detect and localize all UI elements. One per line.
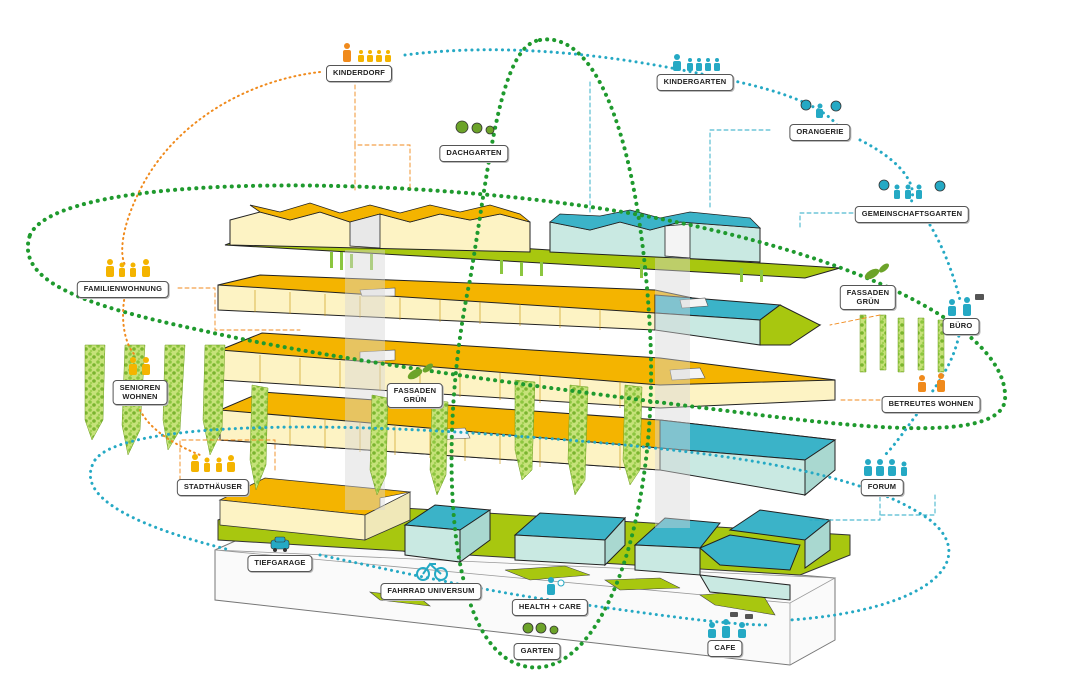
- level-4: [217, 274, 822, 346]
- roof-green-strands: [330, 252, 763, 282]
- people-icon-orange: [343, 43, 391, 62]
- label-tiefgarage: TIEFGARAGE: [247, 555, 313, 572]
- facade-green: [84, 314, 945, 496]
- label-kindergarten: KINDERGARTEN: [656, 74, 734, 91]
- vertical-cores: [345, 250, 690, 528]
- people-icon-orange: [106, 259, 945, 472]
- label-dachgarten: DACHGARTEN: [439, 145, 509, 162]
- chat-bubble-icon: [730, 294, 984, 619]
- label-fahrrad-universum: FAHRRAD UNIVERSUM: [380, 583, 482, 600]
- medical-person-icon: [547, 577, 565, 595]
- label-cafe: CAFE: [707, 640, 743, 657]
- label-senioren-wohnen: SENIOREN WOHNEN: [112, 380, 168, 406]
- label-buero: BÜRO: [942, 318, 980, 335]
- label-orangerie: ORANGERIE: [789, 124, 851, 141]
- label-health-care: HEALTH + CARE: [511, 599, 589, 616]
- label-stadthaeuser: STADTHÄUSER: [176, 479, 250, 496]
- label-familienwohnung: FAMILIENWOHNUNG: [76, 281, 170, 298]
- label-garten: GARTEN: [513, 643, 561, 660]
- roof-level: [224, 202, 841, 279]
- label-gemeinschaftsgarten: GEMEINSCHAFTSGARTEN: [854, 206, 970, 223]
- flow-lines: [26, 37, 1008, 670]
- podium-level: [217, 477, 851, 601]
- bicycle-icon: [416, 562, 448, 581]
- label-fassaden-gruen-center: FASSADEN GRÜN: [386, 383, 444, 409]
- label-forum: FORUM: [860, 479, 904, 496]
- car-icon: [270, 536, 290, 552]
- label-betreutes-wohnen: BETREUTES WOHNEN: [881, 396, 981, 413]
- people-icon-blue: [708, 103, 971, 638]
- tree-icon: [455, 99, 946, 635]
- people-icon-blue: [673, 54, 720, 71]
- label-fassaden-gruen-right: FASSADEN GRÜN: [839, 285, 897, 311]
- leaf-icon: [407, 263, 889, 380]
- label-kinderdorf: KINDERDORF: [326, 65, 392, 82]
